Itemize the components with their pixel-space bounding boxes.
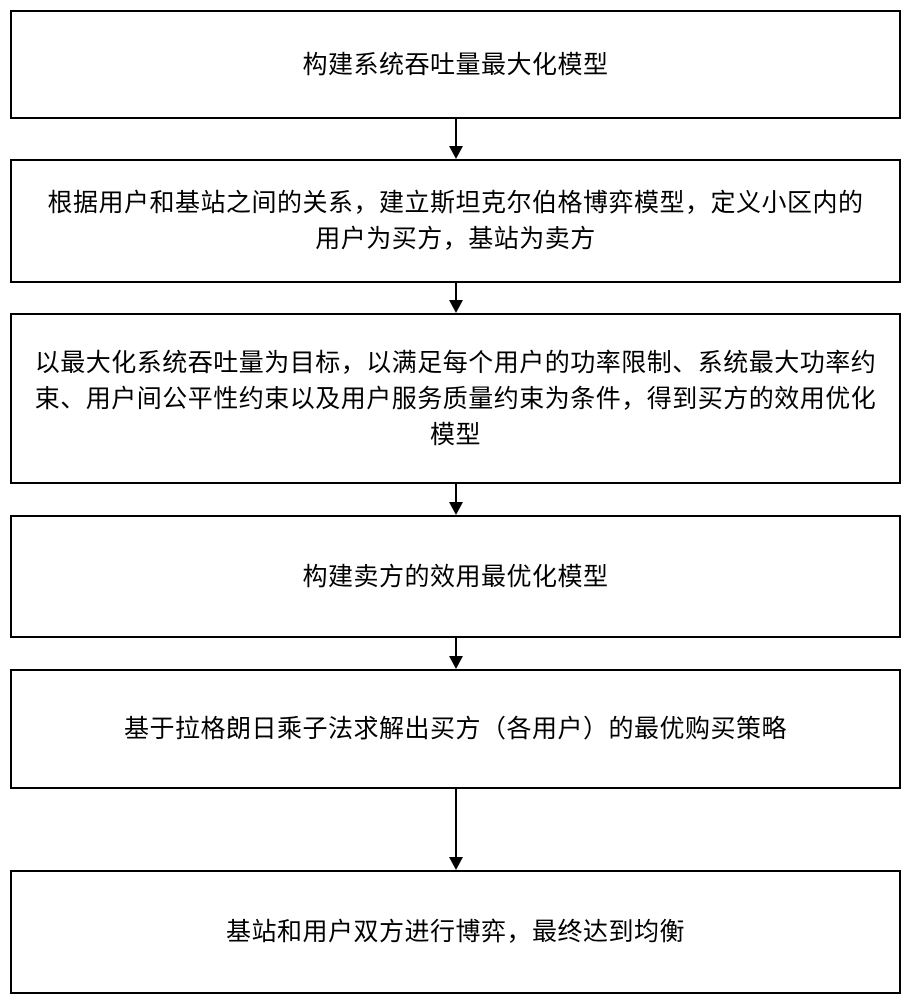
arrow-1-to-2 (449, 119, 463, 159)
arrow-4-to-5 (449, 638, 463, 669)
arrow-3-to-4 (449, 484, 463, 515)
arrow-2-to-3 (449, 283, 463, 313)
arrow-5-to-6 (449, 789, 463, 870)
